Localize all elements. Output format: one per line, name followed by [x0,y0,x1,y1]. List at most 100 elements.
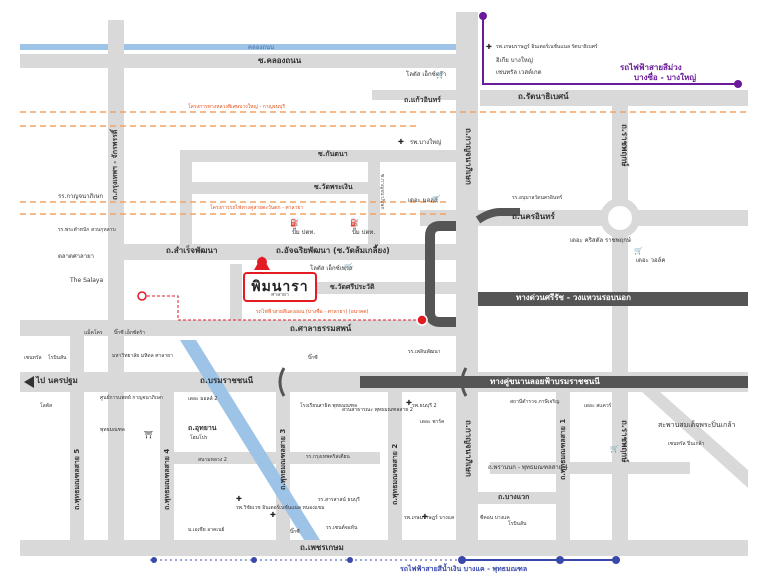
road-v-b [368,150,380,250]
road-label-sam-ruea: ถ.สำเร็จพัฒนา [166,246,218,255]
place-home-pro: โฮมโปร [190,435,208,441]
place-hosp-bangyai: รพ.บางใหญ่ [410,139,442,146]
road-label-kanchanaphisek-lower: ถ.กาญจนาภิเษก [464,420,473,477]
purple-line-sub-label: บางซื่อ - บางใหญ่ [634,73,697,82]
place-bangyai-hosp: รพ.เกษมราษฎร์ อินเตอร์เนชั่นแนล รัตนาธิเ… [496,44,598,50]
road-label-bang-waek: ถ.บางแวก [498,493,530,501]
road-kanthana [180,150,470,162]
road-phutthamonthon-5 [70,320,84,540]
fuel-pump-icon: ⛽ [290,219,299,227]
place-lotus-salaya: โลตัส [40,403,53,409]
road-label-ratchaphruek-top: ถ.ราชพฤกษ์ [620,124,629,167]
expressway [478,292,748,306]
place-lotus-bangwaek: สถานีตำรวจ ภาษีเจริญ [510,399,560,405]
elevated-road [360,376,748,388]
road-kanchanaphisek [456,12,478,552]
road-sala-tham-sop [20,320,470,336]
canal-line [20,44,468,50]
place-supalai-school: รร.เพลินพัฒนา [408,349,441,355]
road-v-a [180,150,192,250]
place-lotus-express: โลตัส เอ็กซ์เพรส [310,265,353,272]
road-label-expressway: ทางด่วนศรีรัช - วงแหวนรอบนอก [516,293,631,302]
road-utthayan [160,452,380,464]
road-label-bridge: สะพานสมเด็จพระปิ่นเกล้า [658,421,736,429]
hospital-icon: ✚ [270,511,276,519]
road-label-phutthamonthon-2: ถ.พุทธมณฑลสาย 2 [391,443,399,505]
road-phetkasem [20,540,748,556]
road-label-kaeo-in: ถ.แก้วอินทร์ [404,96,441,104]
place-home-pro-2: เดอะ พาร์ค [420,419,445,425]
place-tesco-kaeo-in: โลตัส เอ็กซ์ตร้า [406,71,447,78]
road-wat-phra-ngoen [180,182,380,194]
hospital-icon: ✚ [422,513,428,521]
hospital-icon: ✚ [398,138,404,146]
place-robinson: โรบินสัน [48,355,67,361]
road-klong-thanon [20,54,468,68]
road-phutthamonthon-4 [160,392,174,542]
place-ptt-2: ปั๊ม ปตท. [352,229,376,236]
road-bang-waek [470,492,570,504]
red-line-label: รถไฟฟ้าสายสีแดงอ่อน (บางซื่อ - ศาลายา) (… [256,309,369,315]
red-line-future [142,295,420,321]
project-subtitle: ศาลายา [271,292,289,298]
place-suan-khan: สวนสาธารณะ พุทธมณฑลสาย 2 [342,407,413,413]
place-the-walk: เดอะ วอล์ค [636,257,666,264]
purple-line-label: รถไฟฟ้าสายสีม่วง [620,63,682,72]
road-phutthamonthon-2 [388,392,402,542]
place-phutthamonthon: พุทธมณฑล [100,427,125,433]
shopping-cart-icon: 🛒 [634,247,643,255]
road-label-nakhon-in: ถ.นครอินทร์ [512,212,555,221]
place-vibha-hosp: รพ.วิชัยเวช อินเตอร์เนชั่นแนล หนองแขม [236,505,325,511]
road-label-wat-phra-ngoen: ซ.วัดพระเงิน [314,183,353,191]
road-label-phetkasem: ถ.เพชรเกษม [300,543,344,552]
place-ptt-1: ปั๊ม ปตท. [292,229,316,236]
road-label-sala-tham-sop: ถ.ศาลาธรรมสพน์ [290,324,352,333]
place-bicycle-school: โรงเรียนสาธิต พุทธมณฑล [300,403,358,409]
place-mall-ngamwong: เดอะ สแควร์ [584,403,612,409]
place-school-1: รร.อนุบาลวัดนครอินทร์ [512,195,563,201]
road-label-wat-si-prawat: ซ.วัดศรีประวัติ [330,283,375,291]
road-v-c [230,264,242,320]
place-big-c: บิ๊กซี เอ็กซ์ตร้า [114,330,146,336]
road-phran-nok [490,462,690,474]
place-buddhist-center: ศูนย์การแพทย์ กาญจนาภิเษก [100,395,163,401]
place-bicycle-park: รร.เซนต์จอห์น [326,525,358,531]
road-rattanathibet [480,90,748,106]
place-seacon: ซีคอน บางแค [480,515,510,521]
temple-icon: ⛩ [144,431,153,439]
purple-line [482,12,740,85]
hospital-icon: ✚ [406,399,412,407]
shopping-cart-icon: 🛒 [344,263,353,271]
place-tesco-left: รร.กาญจนาภิเษก [58,193,104,200]
fuel-pump-icon: ⛽ [350,219,359,227]
place-ramintra-school: ม.เอเชีย อาคเนย์ [188,527,225,533]
place-the-salaya: The Salaya [70,277,104,284]
shopping-cart-icon: 🛒 [610,445,619,453]
place-central-salaya: เซนทรัล [24,355,42,361]
road-label-kanjana-east: ซ.กาญจนาภิเษก [379,174,385,210]
road-label-phran-nok: ถ.พรานนก - พุทธมณฑลสาย 4 [488,464,568,471]
rail-project-label: โครงการรถไฟทางคู่สายตะวันตก - ศาลายา [210,205,304,211]
place-ake-park: สนามหลวง 2 [198,457,227,463]
shopping-cart-icon: 🛒 [436,71,445,79]
road-phutthamonthon-1 [556,392,570,542]
road-label-atjariya: ถ.อัจฉริยพัฒนา (ซ.วัดส้มเกลี้ยง) [276,246,390,255]
expressway-ramp [425,221,456,327]
place-ikea: อิเกีย บางใหญ่ [496,57,533,64]
place-the-crystal: เดอะ คริสตัล ราชพฤกษ์ [570,237,631,244]
road-label-ratchaphruek-bottom: ถ.ราชพฤกษ์ [620,420,629,463]
canal-label: คลองถนน [248,44,275,51]
place-mahidol: มหาวิทยาลัย มหิดล ศาลายา [112,353,173,359]
road-label-utthayan: ถ.อุทยาน [188,424,217,432]
place-bigc-bottom: บิ๊กซี [290,529,300,535]
place-school-left: รร.พระตำหนัก สวนกุหลาบ [58,227,116,233]
project-logo[interactable]: พิมนารา ศาลายา [243,272,317,302]
road-label-phutthamonthon-5: ถ.พุทธมณฑลสาย 5 [73,448,81,510]
place-pure-mall: เดอะ มอลล์ [408,197,438,204]
place-school-kanchana: รร.กรุงเทพคริสเตียน [306,454,350,460]
place-robinson-2: โรบินสัน [508,521,527,527]
place-market-left: ตลาดศาลายา [58,253,94,260]
arrow-left-icon [24,376,34,388]
